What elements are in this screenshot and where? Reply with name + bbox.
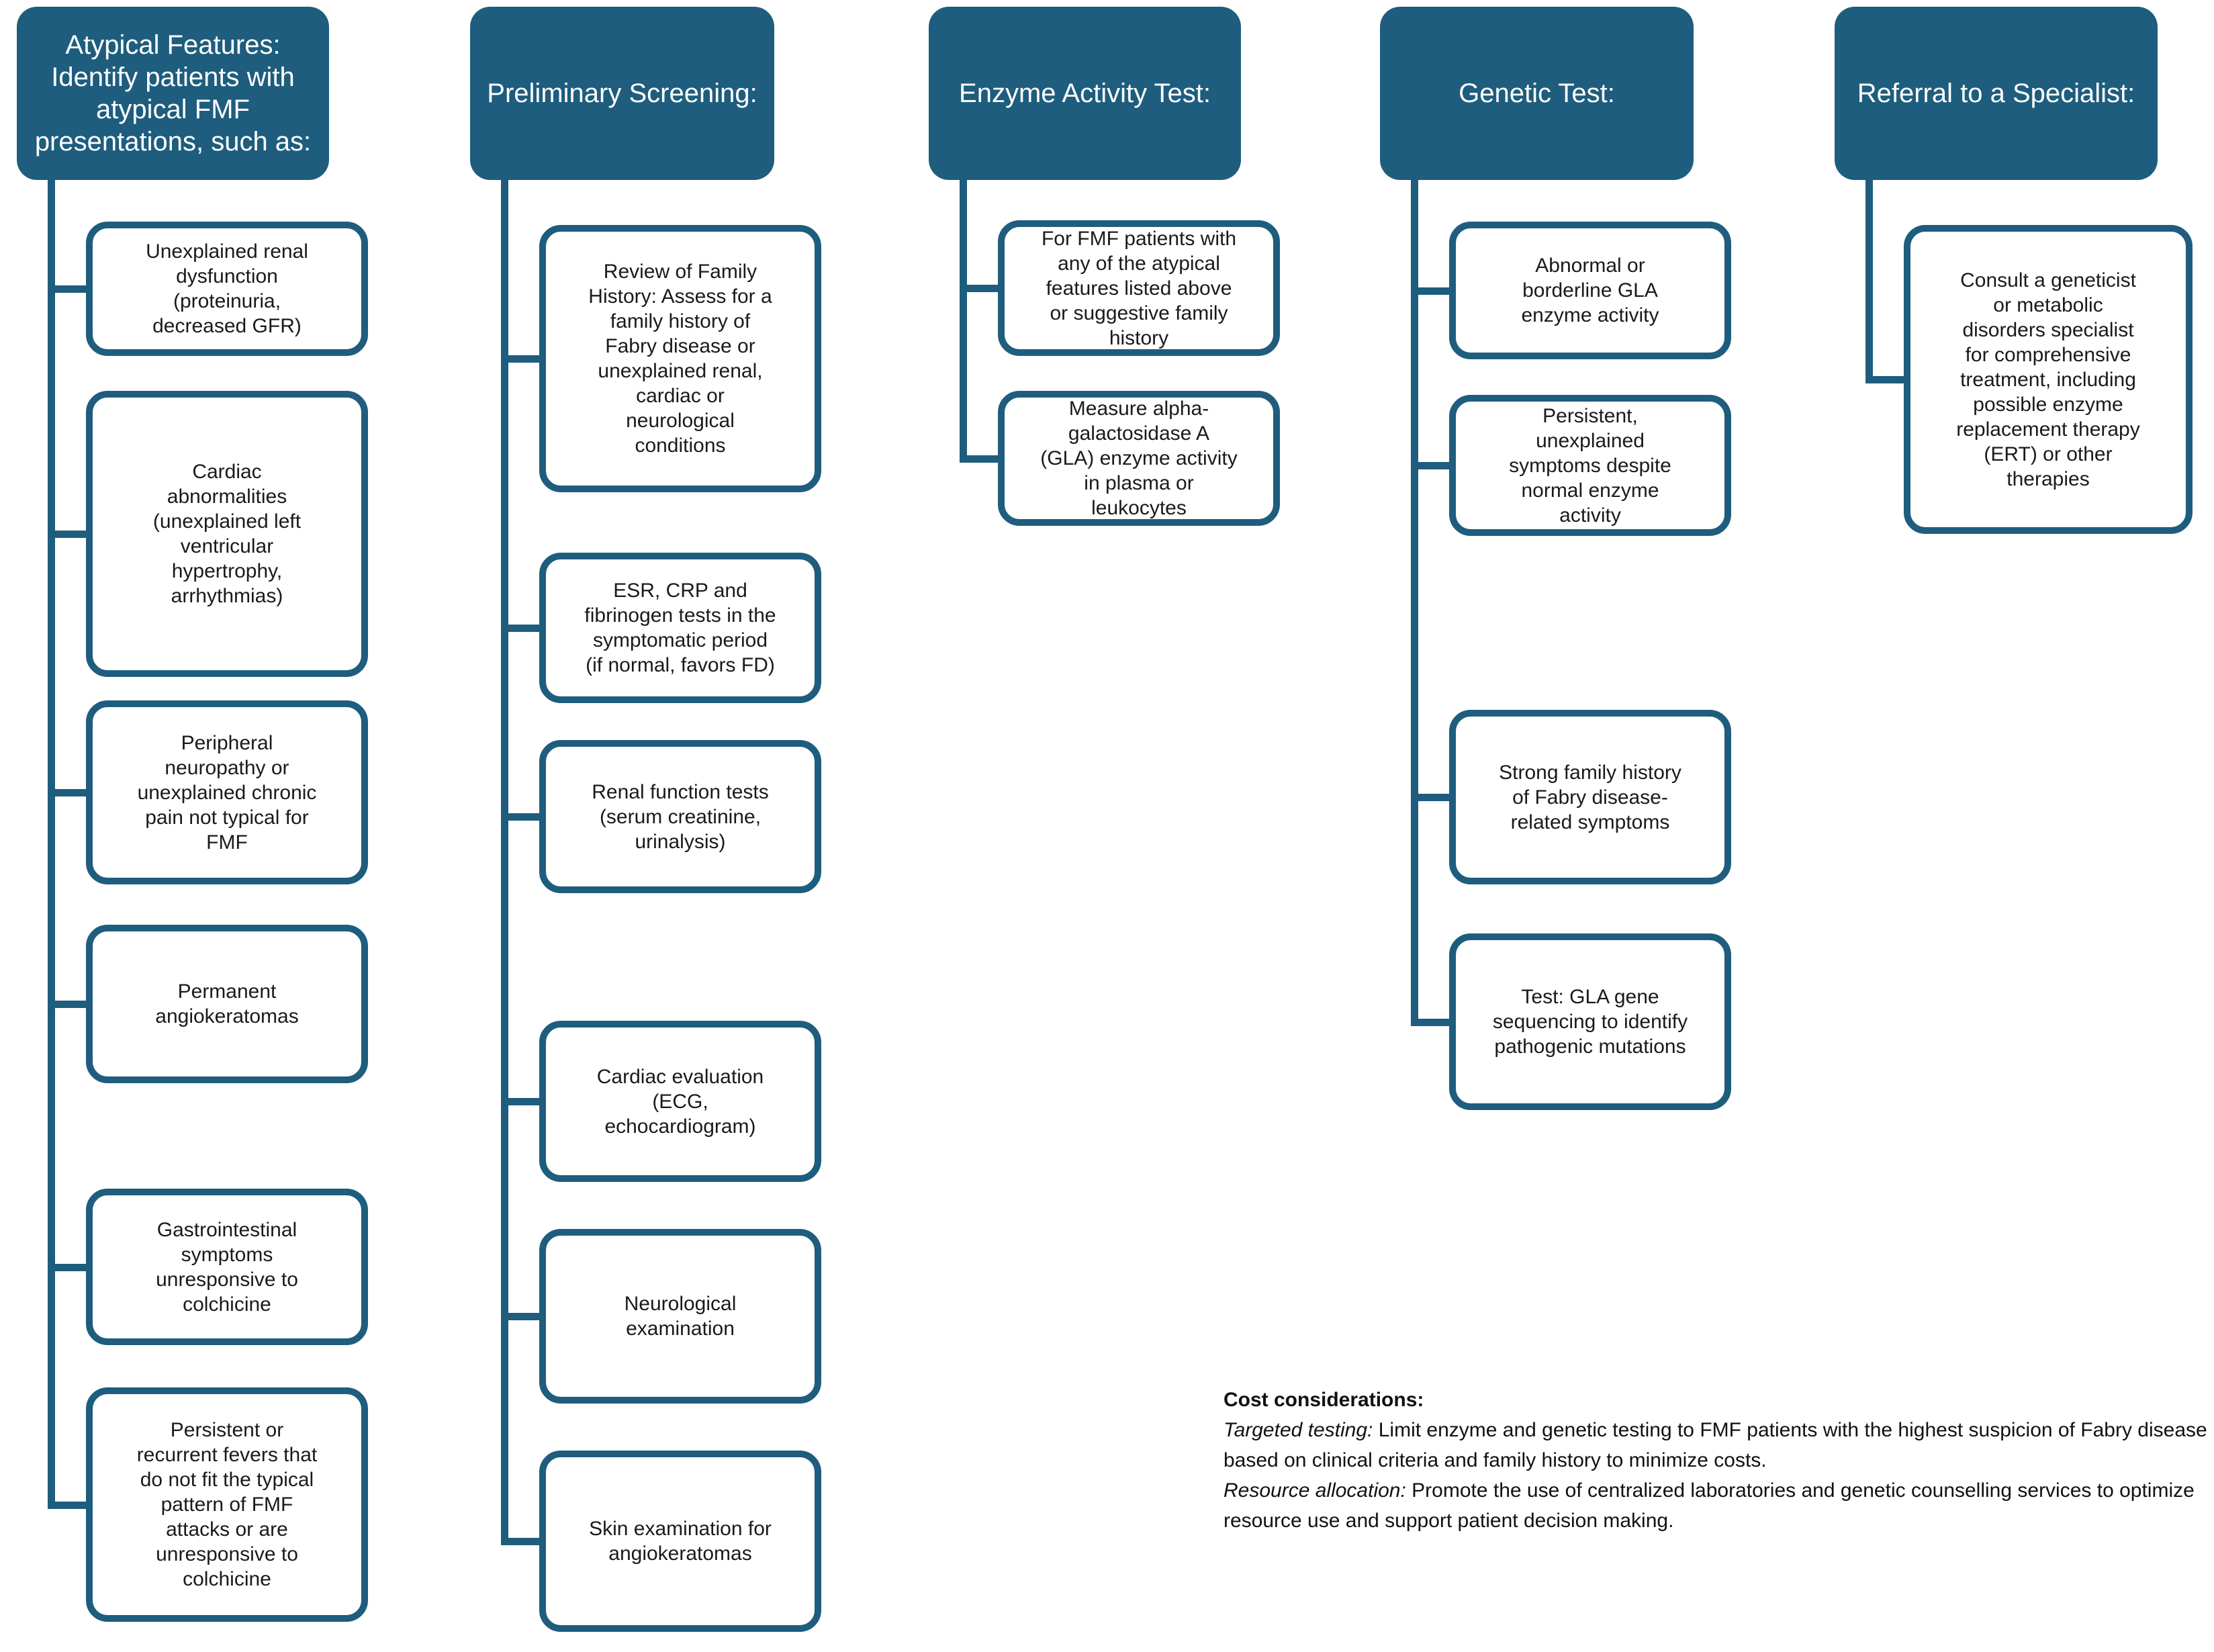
connector-stub bbox=[960, 455, 1007, 463]
flow-node-strong-family-history: Strong family history of Fabry disease- … bbox=[1449, 710, 1731, 884]
connector-stub bbox=[1411, 287, 1458, 295]
note-targeted-testing-label: Targeted testing: bbox=[1224, 1419, 1373, 1441]
cost-considerations-block: Cost considerations: Targeted testing: L… bbox=[1224, 1385, 2214, 1536]
connector-trunk bbox=[1411, 180, 1418, 1026]
flow-node-abnormal-gla-activity: Abnormal or borderline GLA enzyme activi… bbox=[1449, 222, 1731, 359]
flow-node-measure-gla-activity: Measure alpha- galactosidase A (GLA) enz… bbox=[998, 391, 1280, 526]
flow-node-angiokeratomas: Permanent angiokeratomas bbox=[86, 925, 368, 1083]
connector-stub bbox=[501, 1538, 548, 1545]
column-header-genetic-test: Genetic Test: bbox=[1380, 7, 1694, 180]
flow-node-renal-function-tests: Renal function tests (serum creatinine, … bbox=[539, 740, 821, 893]
column-genetic-test: Genetic Test: Abnormal or borderline GLA… bbox=[1380, 0, 1731, 1652]
connector-stub bbox=[1865, 376, 1912, 383]
connector-trunk bbox=[960, 180, 967, 463]
flow-node-esr-crp-fibrinogen: ESR, CRP and fibrinogen tests in the sym… bbox=[539, 553, 821, 703]
flow-node-renal-dysfunction: Unexplained renal dysfunction (proteinur… bbox=[86, 222, 368, 356]
connector-stub bbox=[960, 285, 1007, 292]
note-resource-allocation-label: Resource allocation: bbox=[1224, 1479, 1406, 1502]
flow-node-skin-examination: Skin examination for angiokeratomas bbox=[539, 1451, 821, 1632]
column-referral-specialist: Referral to a Specialist: Consult a gene… bbox=[1835, 0, 2193, 1652]
connector-stub bbox=[501, 1098, 548, 1105]
column-preliminary-screening: Preliminary Screening: Review of Family … bbox=[470, 0, 821, 1652]
connector-stub bbox=[501, 1313, 548, 1320]
flow-node-cardiac-evaluation: Cardiac evaluation (ECG, echocardiogram) bbox=[539, 1021, 821, 1182]
column-header-atypical-features: Atypical Features: Identify patients wit… bbox=[17, 7, 329, 180]
connector-stub bbox=[48, 531, 95, 538]
connector-stub bbox=[1411, 1018, 1458, 1026]
connector-stub bbox=[501, 355, 548, 363]
flow-node-peripheral-neuropathy: Peripheral neuropathy or unexplained chr… bbox=[86, 700, 368, 884]
connector-trunk bbox=[1865, 180, 1873, 383]
connector-stub bbox=[48, 285, 95, 293]
connector-stub bbox=[48, 1263, 95, 1271]
note-resource-allocation-text: Promote the use of centralized laborator… bbox=[1224, 1479, 2195, 1532]
flow-node-persistent-symptoms: Persistent, unexplained symptoms despite… bbox=[1449, 395, 1731, 536]
note-targeted-testing-text: Limit enzyme and genetic testing to FMF … bbox=[1224, 1419, 2207, 1471]
connector-stub bbox=[1411, 462, 1458, 469]
connector-stub bbox=[501, 813, 548, 821]
column-enzyme-activity-test: Enzyme Activity Test: For FMF patients w… bbox=[929, 0, 1280, 1652]
flow-node-cardiac-abnormalities: Cardiac abnormalities (unexplained left … bbox=[86, 391, 368, 677]
flow-node-gi-symptoms: Gastrointestinal symptoms unresponsive t… bbox=[86, 1189, 368, 1345]
column-header-referral-specialist: Referral to a Specialist: bbox=[1835, 7, 2158, 180]
connector-trunk bbox=[501, 180, 508, 1545]
flow-node-enzyme-test-criteria: For FMF patients with any of the atypica… bbox=[998, 220, 1280, 356]
column-header-preliminary-screening: Preliminary Screening: bbox=[470, 7, 774, 180]
connector-trunk bbox=[48, 180, 55, 1509]
flow-node-consult-geneticist: Consult a geneticist or metabolic disord… bbox=[1904, 225, 2193, 534]
flow-node-neurological-examination: Neurological examination bbox=[539, 1229, 821, 1404]
note-resource-allocation: Resource allocation: Promote the use of … bbox=[1224, 1475, 2214, 1536]
connector-stub bbox=[48, 1501, 95, 1509]
connector-stub bbox=[48, 1001, 95, 1008]
column-header-enzyme-activity-test: Enzyme Activity Test: bbox=[929, 7, 1241, 180]
flow-node-gla-gene-sequencing: Test: GLA gene sequencing to identify pa… bbox=[1449, 933, 1731, 1110]
connector-stub bbox=[1411, 794, 1458, 801]
cost-considerations-title: Cost considerations: bbox=[1224, 1389, 1424, 1411]
note-targeted-testing: Targeted testing: Limit enzyme and genet… bbox=[1224, 1415, 2214, 1475]
flow-node-persistent-fevers: Persistent or recurrent fevers that do n… bbox=[86, 1387, 368, 1622]
column-atypical-features: Atypical Features: Identify patients wit… bbox=[17, 0, 385, 1652]
connector-stub bbox=[48, 789, 95, 796]
connector-stub bbox=[501, 625, 548, 632]
flow-node-family-history-review: Review of Family History: Assess for a f… bbox=[539, 225, 821, 492]
